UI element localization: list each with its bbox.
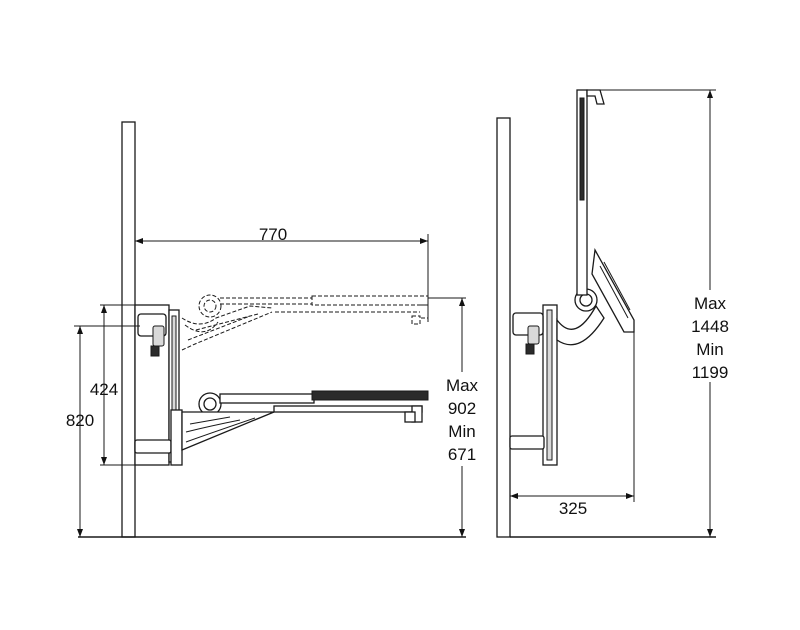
- right-lower-bracket: [509, 435, 545, 450]
- left-clamp-screw: [150, 345, 160, 357]
- left-lower-bracket-block: [170, 409, 183, 466]
- dim-770-label: 770: [259, 225, 287, 244]
- right-range-min: Min: [696, 340, 723, 359]
- left-range-max-value: 902: [448, 399, 476, 418]
- left-lowered-arm: [181, 390, 429, 451]
- dim-325-label: 325: [559, 499, 587, 518]
- left-range-min-value: 671: [448, 445, 476, 464]
- dim-770-lines: [135, 234, 429, 322]
- right-range-min-value: 1199: [692, 363, 729, 382]
- left-lower-bracket: [134, 439, 172, 454]
- left-wall: [121, 121, 136, 538]
- dim-820-label: 820: [66, 411, 94, 430]
- right-folded-tray: [591, 247, 635, 333]
- left-range-max: Max: [446, 376, 479, 395]
- right-wall: [496, 117, 511, 538]
- left-raised-arm: [181, 294, 429, 351]
- left-view: 770 424 820 Max 902 Min 671: [66, 121, 484, 538]
- right-mount-column-inner: [546, 309, 553, 461]
- right-range-max-value: 1448: [691, 317, 729, 336]
- dim-325-lines: [510, 332, 635, 502]
- right-range-max: Max: [694, 294, 727, 313]
- left-clamp-knob: [152, 325, 165, 347]
- dim-424-label: 424: [90, 380, 118, 399]
- right-view: 325 Max 1448 Min 1199: [496, 89, 734, 538]
- left-range-min: Min: [448, 422, 475, 441]
- right-clamp-screw: [525, 343, 535, 355]
- right-arm-joint: [556, 288, 605, 346]
- right-clamp-knob: [527, 325, 540, 345]
- right-vertical-rail: [576, 89, 605, 296]
- dim-820-lines: [74, 325, 140, 537]
- dim-424-lines: [100, 304, 140, 466]
